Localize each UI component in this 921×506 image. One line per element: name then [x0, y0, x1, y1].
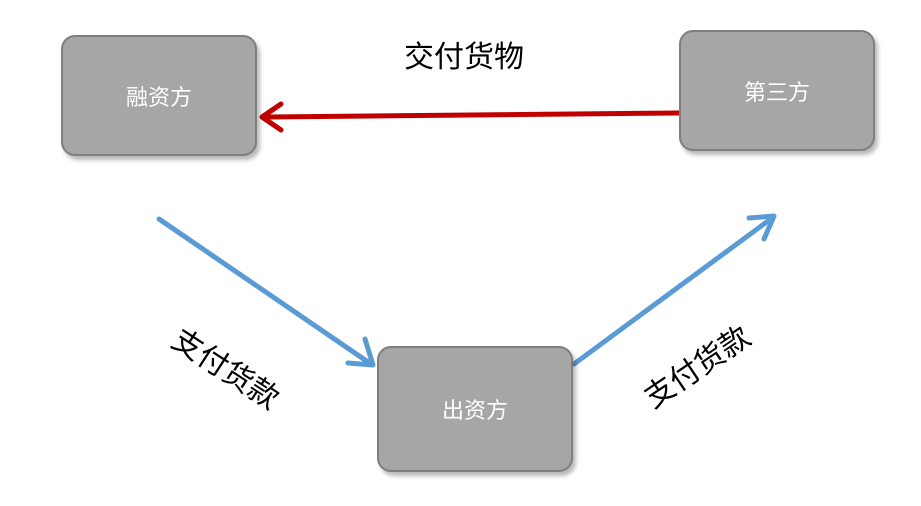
financier-node: 融资方	[61, 35, 257, 156]
deliver-goods-label: 交付货物	[404, 40, 524, 75]
investor-node: 出资方	[377, 346, 573, 472]
payment-arrow-right	[571, 213, 777, 367]
payment-arrow-left	[156, 216, 376, 368]
third-party-label: 第三方	[743, 80, 810, 106]
third-party-node: 第三方	[679, 30, 875, 151]
financier-label: 融资方	[125, 85, 192, 111]
deliver-goods-arrow	[259, 101, 682, 133]
investor-label: 出资方	[441, 399, 508, 424]
